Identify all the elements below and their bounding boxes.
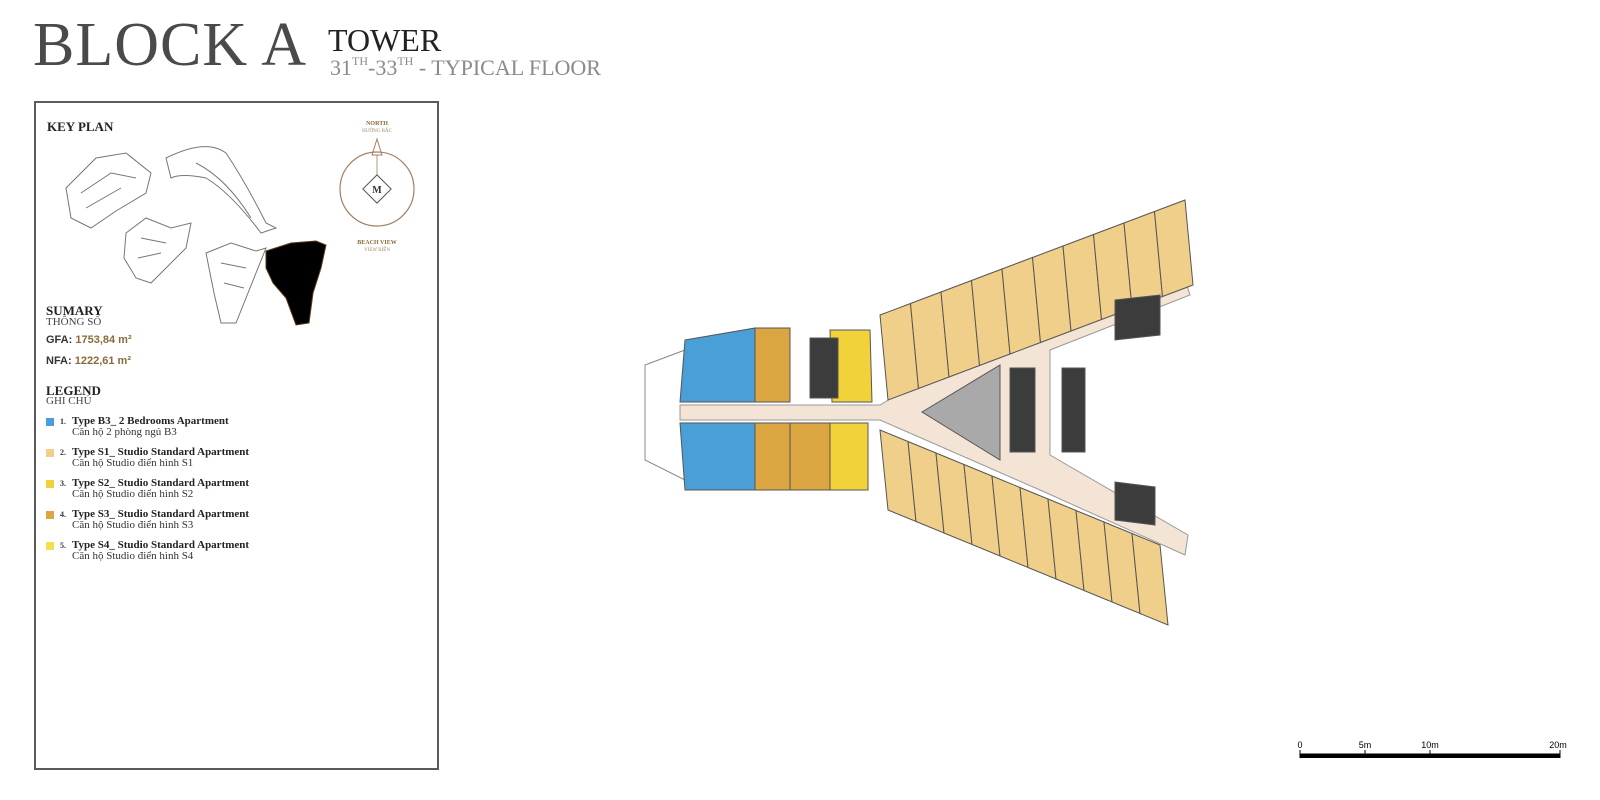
- block-title: BLOCK A: [33, 11, 307, 79]
- unit-s3: [754, 422, 791, 491]
- tower-title: TOWER: [328, 22, 442, 58]
- legend-swatch: [46, 418, 54, 426]
- floor-plan: [644, 199, 1194, 626]
- key-plan-diagram: [65, 146, 327, 326]
- stair-core: [1114, 481, 1156, 526]
- info-panel: KEY PLAN NORTH HƯỚNG BẮC M BEACH VIEW VI…: [34, 101, 439, 770]
- legend-title: LEGEND: [46, 383, 101, 398]
- key-plan-title: KEY PLAN: [47, 119, 114, 134]
- elevator-core: [921, 364, 1001, 461]
- floor-end: -33: [368, 55, 398, 80]
- legend-label: Type S1_ Studio Standard Apartment: [72, 446, 250, 458]
- floor-start: 31: [330, 55, 352, 80]
- unit-s3: [754, 327, 791, 403]
- nfa-row: NFA: 1222,61 m²: [46, 356, 131, 367]
- unit-b3: [679, 327, 756, 403]
- floor-subtitle: 31TH-33TH - TYPICAL FLOOR: [330, 54, 601, 80]
- north-label: NORTH: [366, 121, 388, 127]
- keyplan-block-2: [123, 217, 192, 284]
- legend-subtitle: GHI CHÚ: [46, 395, 92, 407]
- west-canopy: [644, 349, 686, 481]
- gfa-value: 1753,84 m²: [75, 334, 132, 346]
- scale-bar: 0 5m 10m 20m: [1297, 740, 1567, 758]
- legend-label-vn: Căn hộ Studio điển hình S2: [72, 488, 194, 500]
- unit-s3: [789, 422, 831, 491]
- keyplan-block-1: [65, 152, 152, 229]
- stair-core: [809, 337, 839, 399]
- summary-title: SUMARY: [46, 303, 103, 318]
- nfa-label: NFA:: [46, 355, 72, 367]
- summary-subtitle: THÔNG SỐ: [46, 316, 102, 328]
- scale-tick-5m: 5m: [1359, 740, 1372, 750]
- legend-item: 5. Type S4_ Studio Standard Apartment Că…: [46, 539, 426, 565]
- stair-core: [1114, 294, 1161, 341]
- legend-label-vn: Căn hộ Studio điển hình S4: [72, 550, 194, 562]
- legend-swatch: [46, 480, 54, 488]
- legend-label-vn: Căn hộ Studio điển hình S3: [72, 519, 194, 531]
- keyplan-block-curved: [165, 146, 278, 234]
- legend-number: 5.: [60, 541, 66, 550]
- legend-number: 1.: [60, 417, 66, 426]
- scale-tick-20m: 20m: [1549, 740, 1567, 750]
- legend-item: 3. Type S2_ Studio Standard Apartment Că…: [46, 477, 426, 503]
- legend-swatch: [46, 542, 54, 550]
- legend-number: 3.: [60, 479, 66, 488]
- scale-tick-10m: 10m: [1421, 740, 1439, 750]
- keyplan-block-3: [205, 242, 267, 324]
- legend-item: 1. Type B3_ 2 Bedrooms Apartment Căn hộ …: [46, 415, 426, 441]
- stair-core: [1061, 367, 1086, 453]
- unit-s2: [829, 422, 869, 491]
- stair-cores: [809, 294, 1161, 526]
- apartment-units: [679, 199, 1194, 626]
- legend-label: Type S2_ Studio Standard Apartment: [72, 477, 250, 489]
- gfa-label: GFA:: [46, 334, 73, 346]
- unit-b3: [679, 422, 756, 491]
- beach-view-label-vn: VIEW BIỂN: [364, 247, 390, 253]
- legend-label: Type S3_ Studio Standard Apartment: [72, 508, 250, 520]
- legend-swatch: [46, 511, 54, 519]
- keyplan-block-a-highlight: [265, 240, 327, 326]
- floor-start-suffix: TH: [352, 54, 368, 68]
- floor-end-suffix: TH: [397, 54, 414, 68]
- gfa-row: GFA: 1753,84 m²: [46, 335, 132, 346]
- legend-number: 2.: [60, 448, 66, 457]
- floor-label: - TYPICAL FLOOR: [413, 55, 601, 80]
- stair-core: [1009, 367, 1036, 453]
- unit-s1: [1153, 199, 1194, 298]
- compass-rose: NORTH HƯỚNG BẮC M BEACH VIEW VIEW BIỂN: [339, 121, 415, 253]
- legend-label: Type B3_ 2 Bedrooms Apartment: [72, 415, 229, 427]
- legend-label: Type S4_ Studio Standard Apartment: [72, 539, 250, 551]
- compass-center-mark: M: [372, 185, 382, 196]
- legend-number: 4.: [60, 510, 66, 519]
- nfa-value: 1222,61 m²: [74, 355, 131, 367]
- legend-swatch: [46, 449, 54, 457]
- beach-view-label: BEACH VIEW: [357, 240, 396, 246]
- scale-tick-0: 0: [1297, 740, 1302, 750]
- legend-item: 2. Type S1_ Studio Standard Apartment Că…: [46, 446, 426, 472]
- legend-label-vn: Căn hộ Studio điển hình S1: [72, 457, 194, 469]
- legend-item: 4. Type S3_ Studio Standard Apartment Că…: [46, 508, 426, 534]
- unit-s1: [1131, 532, 1169, 626]
- legend-label-vn: Căn hộ 2 phòng ngủ B3: [72, 426, 177, 438]
- north-label-vn: HƯỚNG BẮC: [362, 127, 393, 134]
